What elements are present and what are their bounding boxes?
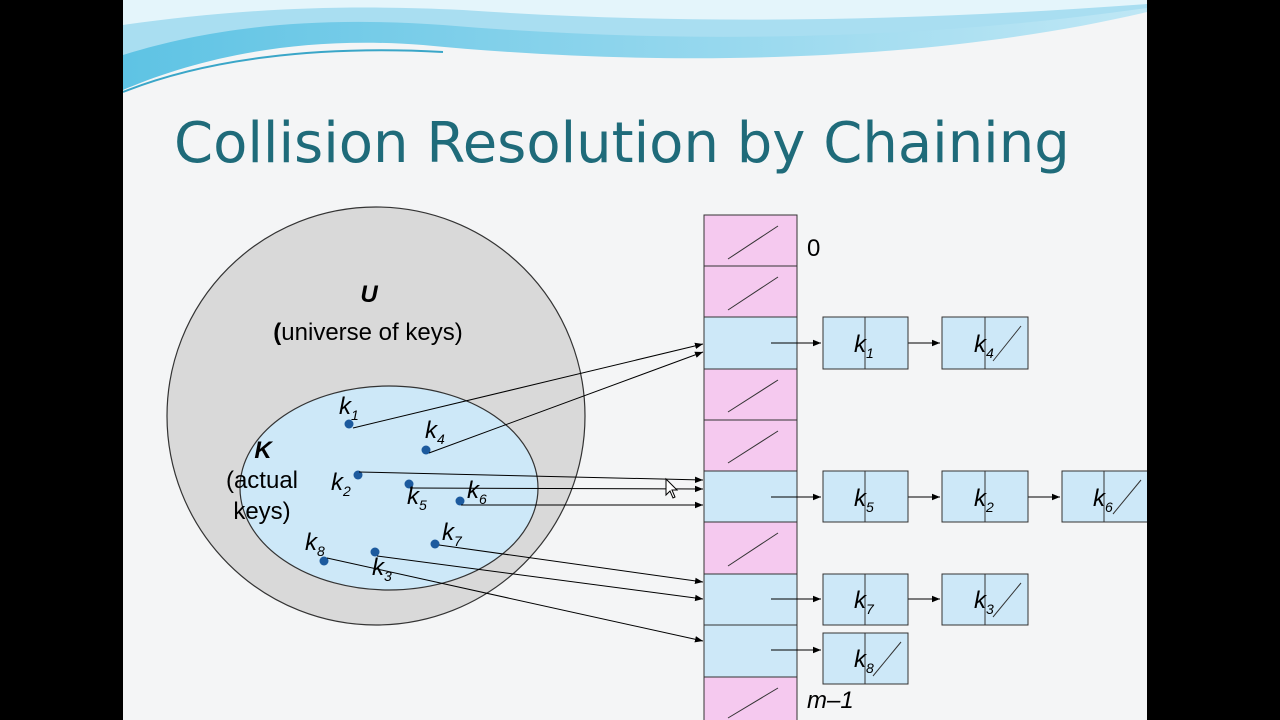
slide-title: Collision Resolution by Chaining <box>174 111 1070 176</box>
hash-arrows <box>326 342 704 643</box>
slot-4 <box>703 419 798 472</box>
nil-mark <box>727 276 779 311</box>
nil-mark <box>727 225 779 260</box>
key-label-k1: k1 <box>339 393 359 423</box>
arrow-k2 <box>358 471 704 484</box>
universe-symbol: U <box>360 281 378 308</box>
key-label-k4: k4 <box>425 417 445 447</box>
chain-nodes <box>822 316 1147 685</box>
key-label-k6: k6 <box>467 477 487 507</box>
actual-keys-line2: keys) <box>233 498 290 525</box>
key-label-k2: k2 <box>331 469 351 499</box>
key-points: k1 k4 k2 k5 k6 k7 k8 k3 <box>305 393 487 584</box>
header-wave <box>123 0 1147 93</box>
nil-mark <box>727 430 779 464</box>
nil-mark <box>1112 479 1142 515</box>
nil-mark <box>727 532 779 567</box>
mouse-cursor-icon <box>665 477 679 499</box>
slot-6 <box>703 521 798 575</box>
diagram-canvas: Collision Resolution by Chaining U (univ… <box>123 0 1147 720</box>
hash-table <box>703 214 798 720</box>
arrow-k3 <box>376 555 704 602</box>
chain-labels: k1 k4 k5 k2 k6 k7 k3 k8 <box>854 331 1113 676</box>
slot-0 <box>703 214 798 267</box>
key-dot-k7 <box>430 539 440 549</box>
index-zero: 0 <box>807 235 820 262</box>
nil-mark <box>727 379 779 413</box>
key-dot-k1 <box>344 419 354 429</box>
key-label-k8: k8 <box>305 529 325 559</box>
key-dot-k2 <box>353 470 363 480</box>
universe-caption: (universe of keys) <box>273 319 462 346</box>
key-label-k3: k3 <box>372 554 392 584</box>
node-label-k6: k6 <box>1093 485 1113 515</box>
key-dot-k8 <box>319 556 329 566</box>
node-label-k3: k3 <box>974 587 994 617</box>
key-dot-k5 <box>404 479 414 489</box>
arrow-k4 <box>428 351 704 454</box>
node-label-k8: k8 <box>854 646 874 676</box>
node-label-k7: k7 <box>854 587 875 617</box>
node-label-k5: k5 <box>854 485 874 515</box>
nil-mark <box>992 325 1022 362</box>
slot-9 <box>703 676 798 720</box>
arrow-k1 <box>352 342 704 429</box>
key-label-k7: k7 <box>442 519 463 549</box>
nil-mark <box>992 582 1022 618</box>
arrow-k7 <box>438 544 704 585</box>
arrow-k8 <box>326 557 704 643</box>
node-label-k1: k1 <box>854 331 874 361</box>
arrow-k5 <box>409 485 704 493</box>
slot-3 <box>703 368 798 421</box>
key-dot-k4 <box>421 445 431 455</box>
node-label-k4: k4 <box>974 331 994 361</box>
key-dot-k6 <box>455 496 465 506</box>
index-last: m–1 <box>807 687 854 714</box>
slot-1 <box>703 265 798 318</box>
slide: Collision Resolution by Chaining U (univ… <box>123 0 1147 720</box>
node-label-k2: k2 <box>974 485 994 515</box>
nil-mark <box>872 641 902 677</box>
nil-mark <box>727 687 779 719</box>
slot-8 <box>703 624 798 678</box>
key-dot-k3 <box>370 547 380 557</box>
actual-keys-line1: (actual <box>226 467 298 494</box>
actual-keys-symbol: K <box>254 437 273 464</box>
key-label-k5: k5 <box>407 483 427 513</box>
